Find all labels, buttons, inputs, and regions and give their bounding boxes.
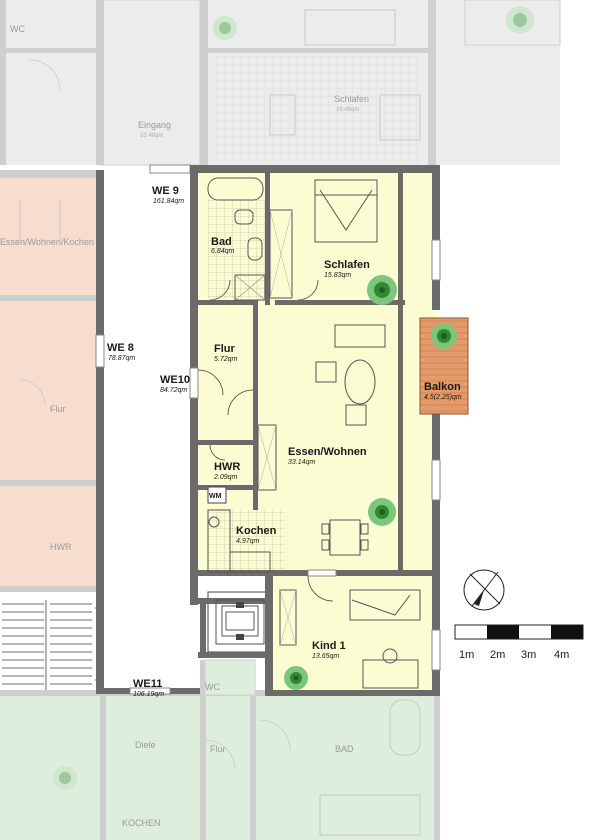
room-essen-area: 33.14qm xyxy=(288,459,315,466)
north-arrow-icon xyxy=(463,569,505,611)
room-schlafen-name: Schlafen xyxy=(324,259,370,271)
room-kochen-area: 4.97qm xyxy=(236,538,260,545)
kitchen-counter xyxy=(207,509,231,573)
room-kochen-name: Kochen xyxy=(236,525,277,537)
we8-area-label: 78.87qm xyxy=(108,355,135,362)
toilet xyxy=(247,237,263,261)
plant-icon xyxy=(367,275,397,305)
we11-area xyxy=(0,695,440,840)
room-balkon-name: Balkon xyxy=(424,381,461,393)
label-wc-top: WC xyxy=(10,24,25,34)
room-flur-area: 5.72qm xyxy=(214,356,238,363)
kind-wardrobe xyxy=(279,589,297,646)
desk xyxy=(362,659,419,689)
kochen-tiles xyxy=(208,510,286,572)
room-balkon-area: 4.5(2.25)qm xyxy=(424,394,462,401)
elevator-icon xyxy=(215,599,265,645)
label-eingang-area: 10.48qm xyxy=(140,133,163,139)
room-schlafen-area: 15.83qm xyxy=(324,272,351,279)
bathtub xyxy=(207,177,264,201)
corridor xyxy=(104,170,194,690)
tv-unit xyxy=(257,424,277,491)
label-flur-left: Flur xyxy=(50,404,66,414)
label-schlafen-top: Schlafen xyxy=(334,94,369,104)
label-schlafen-top-area: 16.48qm xyxy=(336,107,359,113)
plant-icon xyxy=(368,498,396,526)
sofa xyxy=(334,324,386,348)
armchair xyxy=(315,361,337,383)
we9-area-label: 161.84qm xyxy=(153,198,184,205)
scale-label-3m: 3m xyxy=(521,649,536,661)
plant-icon xyxy=(284,666,308,690)
we11-name: WE11 xyxy=(133,678,162,690)
washbasin xyxy=(234,209,254,225)
we9-name: WE 9 xyxy=(152,185,179,197)
room-bad-name: Bad xyxy=(211,236,232,248)
room-kind-name: Kind 1 xyxy=(312,640,346,652)
room-hwr-name: HWR xyxy=(214,461,240,473)
room-flur-name: Flur xyxy=(214,343,235,355)
plant-icon xyxy=(431,323,457,349)
room-hwr-area: 2.09qm xyxy=(213,474,238,481)
label-bad-bottom: BAD xyxy=(335,744,354,754)
washing-machine xyxy=(207,486,227,504)
dining-table-round xyxy=(344,359,376,405)
scale-label-4m: 4m xyxy=(554,649,569,661)
label-flur-bottom: Flur xyxy=(210,744,226,754)
armchair xyxy=(345,404,367,426)
label-kochen-bottom: KOCHEN xyxy=(122,818,161,828)
label-eingang: Eingang xyxy=(138,120,171,130)
we10-name: WE10 xyxy=(160,374,190,386)
we9-stair-tiles xyxy=(210,55,420,165)
wm-label: WM xyxy=(209,493,222,500)
room-essen-name: Essen/Wohnen xyxy=(288,446,367,458)
plant-icon xyxy=(506,6,534,34)
room-kind-area: 13.65qm xyxy=(312,653,339,660)
bed-single xyxy=(349,589,421,621)
label-diele: Diele xyxy=(135,740,156,750)
label-hwr-left: HWR xyxy=(50,542,72,552)
wardrobe xyxy=(269,209,293,299)
scale-label-2m: 2m xyxy=(490,649,505,661)
label-we8-kitchen: Essen/Wohnen/Kochen xyxy=(0,237,94,247)
dining-table xyxy=(329,519,361,556)
plant-icon xyxy=(213,16,237,40)
we8-name: WE 8 xyxy=(107,342,134,354)
we11-area-label: 106.19qm xyxy=(133,691,164,698)
bed-double xyxy=(314,179,378,243)
we8-area xyxy=(0,170,100,590)
scale-label-1m: 1m xyxy=(459,649,474,661)
room-bad-area: 6.84qm xyxy=(211,248,235,255)
label-wc-bottom: WC xyxy=(205,682,220,692)
scale-bar xyxy=(454,624,584,640)
plant-icon xyxy=(53,766,77,790)
shower xyxy=(234,274,266,301)
bad-tiles xyxy=(208,200,265,298)
we10-area-label: 84.72qm xyxy=(160,387,187,394)
